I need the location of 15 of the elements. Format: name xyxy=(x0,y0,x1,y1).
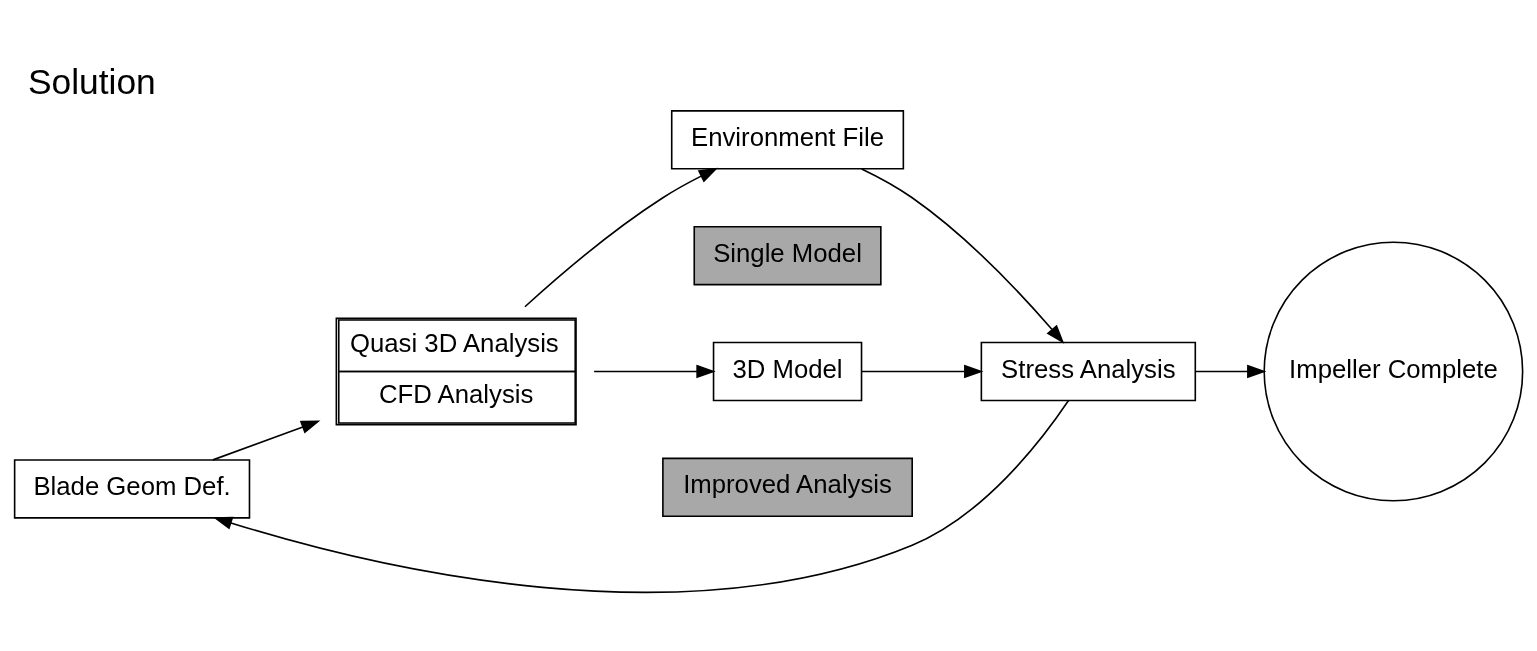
node-box: Environment File xyxy=(670,109,905,170)
arrow xyxy=(861,364,984,378)
arrow xyxy=(593,364,716,378)
node-box: Single Model xyxy=(693,225,882,285)
node-circle: Impeller Complete xyxy=(1263,240,1524,501)
arrow xyxy=(213,399,1070,593)
arrow xyxy=(524,167,719,308)
node-box: Blade Geom Def. xyxy=(13,458,251,519)
arrow xyxy=(1194,364,1267,378)
node-box: Stress Analysis xyxy=(980,341,1197,401)
node-box: 3D Model xyxy=(712,341,863,401)
node-box: Improved Analysis xyxy=(662,457,913,517)
diagram-title: Solution xyxy=(27,61,156,101)
arrow xyxy=(860,167,1065,344)
arrow xyxy=(212,420,321,461)
